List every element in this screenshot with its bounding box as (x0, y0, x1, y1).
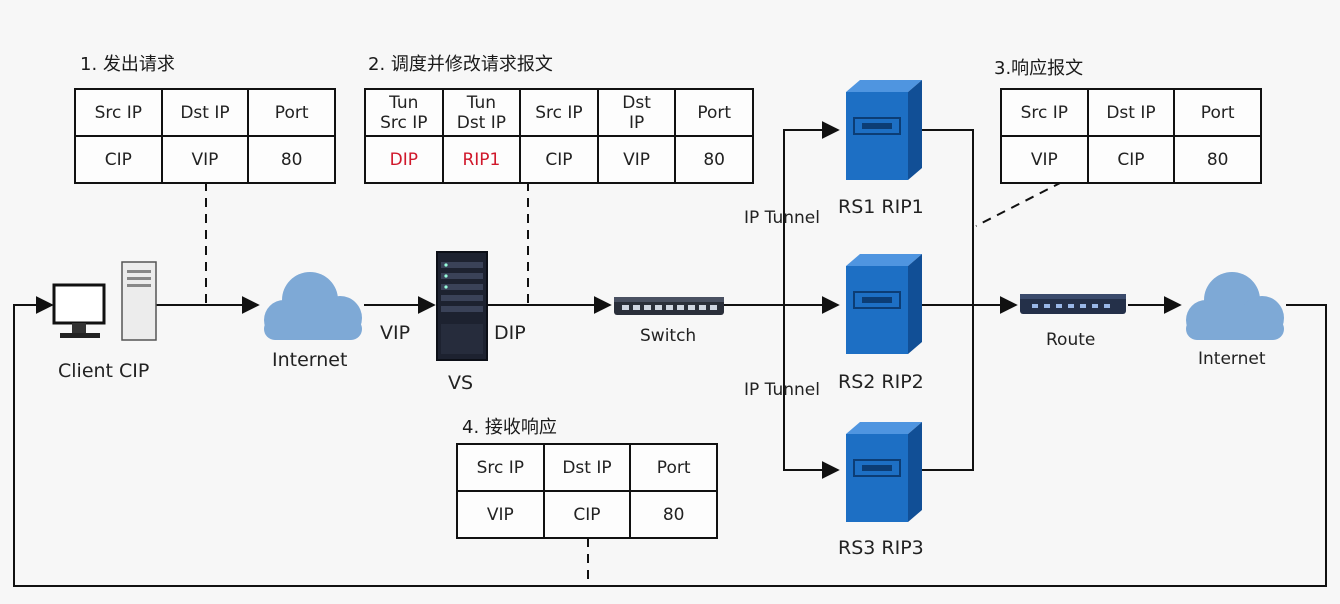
value-cell: DIP (364, 135, 444, 184)
header-cell: Dst IP (596, 88, 677, 137)
ip-tunnel-top-label: IP Tunnel (744, 208, 820, 228)
vip-label: VIP (380, 322, 411, 344)
vs-label: VS (448, 372, 474, 394)
header-cell: Port (674, 88, 754, 137)
value-cell: RIP1 (441, 135, 522, 184)
header-cell: Src IP (74, 88, 163, 137)
packet-table-request: Src IP Dst IP Port CIP VIP 80 (74, 88, 336, 184)
value-cell: VIP (160, 135, 250, 184)
rs1-label: RS1 RIP1 (838, 196, 924, 218)
step-3-title: 3.响应报文 (994, 58, 1084, 79)
value-cell: VIP (596, 135, 677, 184)
rack-server-icon (436, 251, 488, 361)
value-cell: CIP (542, 490, 632, 539)
ip-tunnel-bottom-label: IP Tunnel (744, 380, 820, 400)
header-cell: Tun Dst IP (441, 88, 522, 137)
cloud-icon (1186, 272, 1284, 340)
client-label: Client CIP (58, 360, 150, 382)
header-cell: Dst IP (1086, 88, 1176, 137)
network-switch-icon (614, 297, 724, 315)
server-tower-icon (846, 254, 922, 354)
header-cell: Port (629, 443, 718, 492)
route-label: Route (1046, 330, 1096, 350)
header-cell: Src IP (519, 88, 599, 137)
header-cell: Dst IP (542, 443, 632, 492)
rs3-label: RS3 RIP3 (838, 537, 924, 559)
switch-label: Switch (640, 326, 697, 346)
internet-left-label: Internet (272, 349, 348, 371)
header-cell: Src IP (456, 443, 545, 492)
header-cell: Src IP (1000, 88, 1089, 137)
packet-table-response: Src IP Dst IP Port VIP CIP 80 (1000, 88, 1262, 184)
packet-table-receive: Src IP Dst IP Port VIP CIP 80 (456, 443, 718, 539)
link-tunnel-rs1 (783, 121, 840, 305)
value-cell: VIP (456, 490, 545, 539)
value-cell: VIP (1000, 135, 1089, 184)
cloud-icon (264, 272, 362, 340)
server-tower-icon (846, 80, 922, 180)
value-cell: 80 (1173, 135, 1262, 184)
link-rs1-bus (922, 129, 974, 471)
link-return-loop (13, 296, 1327, 587)
router-icon (1020, 294, 1126, 314)
header-cell: Port (247, 88, 336, 137)
header-cell: Dst IP (160, 88, 250, 137)
value-cell: 80 (247, 135, 336, 184)
value-cell: CIP (74, 135, 163, 184)
value-cell: 80 (629, 490, 718, 539)
header-cell: Port (1173, 88, 1262, 137)
step-1-title: 1. 发出请求 (80, 54, 175, 75)
rs2-label: RS2 RIP2 (838, 371, 924, 393)
link-tunnel-rs3 (783, 305, 840, 479)
internet-right-label: Internet (1198, 349, 1266, 369)
packet-table-tunnel: Tun Src IP Tun Dst IP Src IP Dst IP Port… (364, 88, 754, 184)
step-4-title: 4. 接收响应 (462, 417, 557, 438)
value-cell: 80 (674, 135, 754, 184)
server-tower-icon (846, 422, 922, 522)
value-cell: CIP (519, 135, 599, 184)
dash-t3 (975, 181, 1063, 227)
desktop-computer-icon (52, 261, 157, 341)
step-2-title: 2. 调度并修改请求报文 (368, 54, 553, 75)
dip-label: DIP (494, 322, 526, 344)
header-cell: Tun Src IP (364, 88, 444, 137)
value-cell: CIP (1086, 135, 1176, 184)
